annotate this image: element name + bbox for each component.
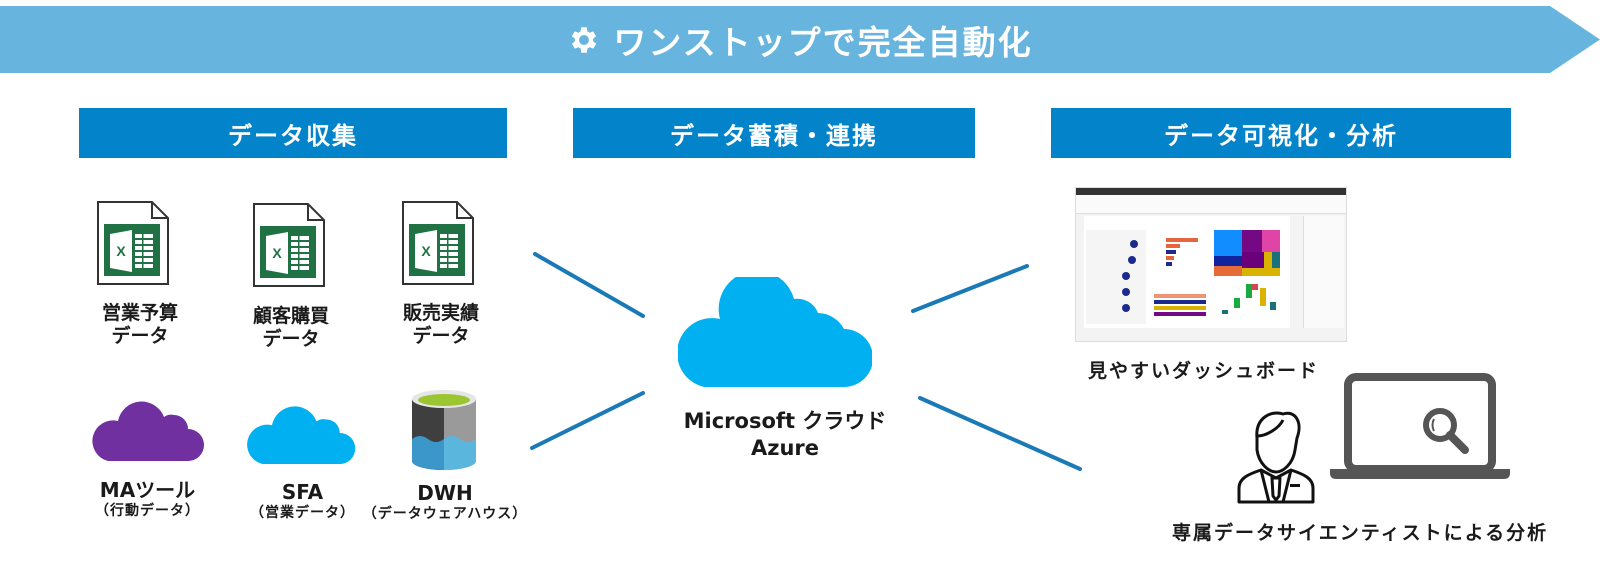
excel-label-customer-purchase: 顧客購買 データ: [252, 305, 329, 350]
azure-label: Microsoft クラウド Azure: [683, 409, 887, 460]
purple-cloud-icon: [92, 401, 204, 461]
section-header-collection: データ収集: [79, 108, 507, 158]
ma-tool-label: MAツール （行動データ）: [95, 478, 200, 520]
dashboard-screenshot: [1075, 187, 1347, 342]
excel-label-sales-budget: 営業予算 データ: [101, 302, 178, 347]
connector-line: [530, 391, 645, 450]
excel-file-icon: X: [402, 201, 474, 285]
sfa-label: SFA （営業データ）: [250, 480, 355, 522]
excel-file-icon: X: [253, 203, 325, 287]
blue-cloud-icon: [247, 406, 356, 464]
dashboard-label: 見やすいダッシュボード: [1088, 360, 1320, 382]
banner-title: ワンストップで完全自動化: [0, 6, 1600, 73]
data-scientist-label: 専属データサイエンティストによる分析: [1172, 522, 1549, 544]
svg-text:X: X: [116, 243, 126, 259]
banner-title-text: ワンストップで完全自動化: [613, 22, 1033, 62]
dwh-label: DWH （データウェアハウス）: [362, 481, 528, 523]
excel-file-icon: X: [97, 201, 169, 285]
section-header-storage: データ蓄積・連携: [573, 108, 975, 158]
connector-line: [911, 264, 1029, 313]
azure-cloud-icon: [678, 277, 872, 387]
data-scientist-icon: [1237, 411, 1315, 504]
laptop-search-icon: [1330, 373, 1510, 479]
svg-text:X: X: [272, 245, 282, 261]
banner-arrow: [0, 6, 1600, 73]
section-header-analysis: データ可視化・分析: [1051, 108, 1511, 158]
gear-icon: [572, 26, 597, 53]
connector-line: [533, 252, 645, 318]
svg-text:X: X: [421, 243, 431, 259]
database-icon: [412, 390, 476, 470]
connector-line: [918, 396, 1082, 471]
excel-label-sales-results: 販売実績 データ: [402, 302, 479, 347]
